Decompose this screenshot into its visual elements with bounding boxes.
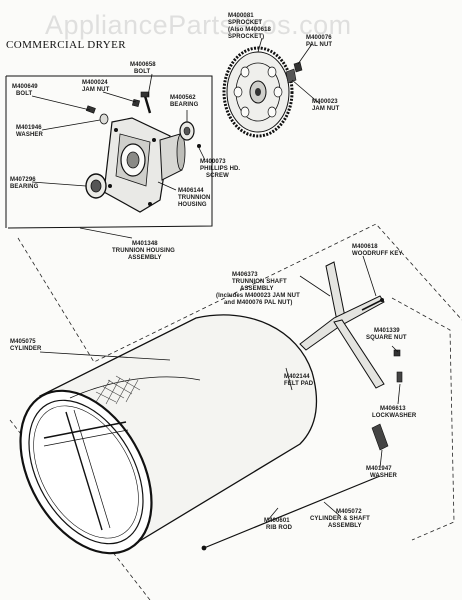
- square-nut-lockwasher-drawing: [393, 349, 403, 383]
- label-pal-nut: M400076 PAL NUT: [306, 35, 334, 48]
- phillips-screw-drawing: [197, 144, 201, 148]
- label-bolt-top: M400658 BOLT: [130, 62, 158, 75]
- cylinder-drawing: [19, 314, 318, 555]
- label-washer-left: M401946 WASHER: [16, 125, 44, 138]
- sprocket-drawing: [222, 46, 294, 138]
- leader-lines: [31, 37, 401, 521]
- watermark-text: AppliancePartsPros.com: [45, 10, 352, 40]
- label-trunnion-housing: M406144 TRUNNION HOUSING: [178, 188, 212, 208]
- rib-rod-drawing: [203, 475, 381, 549]
- label-square-nut: M401339 SQUARE NUT: [366, 328, 407, 341]
- washer-right-drawing: [371, 423, 389, 451]
- label-cylinder-shaft-assembly: M405072 CYLINDER & SHAFT ASSEMBLY: [310, 509, 372, 529]
- label-phillips-screw: M400073 PHILLIPS HD. SCREW: [200, 159, 242, 179]
- label-felt-pad: M402144 FELT PAD: [284, 374, 314, 387]
- label-jam-nut-left: M400024 JAM NUT: [82, 80, 110, 93]
- label-trunnion-shaft: M406373 TRUNNION SHAFT ASSEMBLY (Include…: [216, 272, 302, 306]
- label-bearing-top: M400562 BEARING: [170, 95, 199, 108]
- housing-box-right-bottom-edge: [7, 96, 213, 229]
- label-sprocket: M400081 SPROCKET (Also M400618 SPROCKET): [228, 13, 273, 40]
- trunnion-shaft-drawing: [299, 261, 385, 389]
- housing-box-top-edge: [6, 75, 213, 96]
- label-lockwasher: M406613 LOCKWASHER: [372, 406, 417, 419]
- label-jam-nut-right: M400023 JAM NUT: [312, 99, 340, 112]
- label-bearing-left: M407296 BEARING: [10, 177, 39, 190]
- cylinder-assembly-dash-right: [391, 297, 455, 541]
- label-rib-rod: M400601 RIB ROD: [264, 518, 293, 531]
- pal-nut-jam-nut-drawing: [285, 61, 303, 84]
- label-trunnion-housing-assembly: M401348 TRUNNION HOUSING ASSEMBLY: [112, 241, 177, 261]
- label-woodruff-key: M400618 WOODRUFF KEY: [352, 244, 403, 257]
- label-washer-right: M401947 WASHER: [366, 466, 398, 479]
- left-bearing-drawing: [85, 173, 107, 199]
- top-bearing-drawing: [179, 121, 195, 141]
- trunnion-housing-drawing: [103, 117, 186, 213]
- diagram-title: COMMERCIAL DRYER: [6, 39, 126, 51]
- label-cylinder: M405075 CYLINDER: [10, 339, 42, 352]
- rib-rod-end: [201, 545, 207, 551]
- label-bolt-left: M400649 BOLT: [12, 84, 40, 97]
- left-bolt-washer-drawing: [85, 105, 109, 125]
- jam-nut-bolt-drawing: [131, 91, 152, 114]
- trunnion-assembly-dash-outline: [17, 223, 462, 363]
